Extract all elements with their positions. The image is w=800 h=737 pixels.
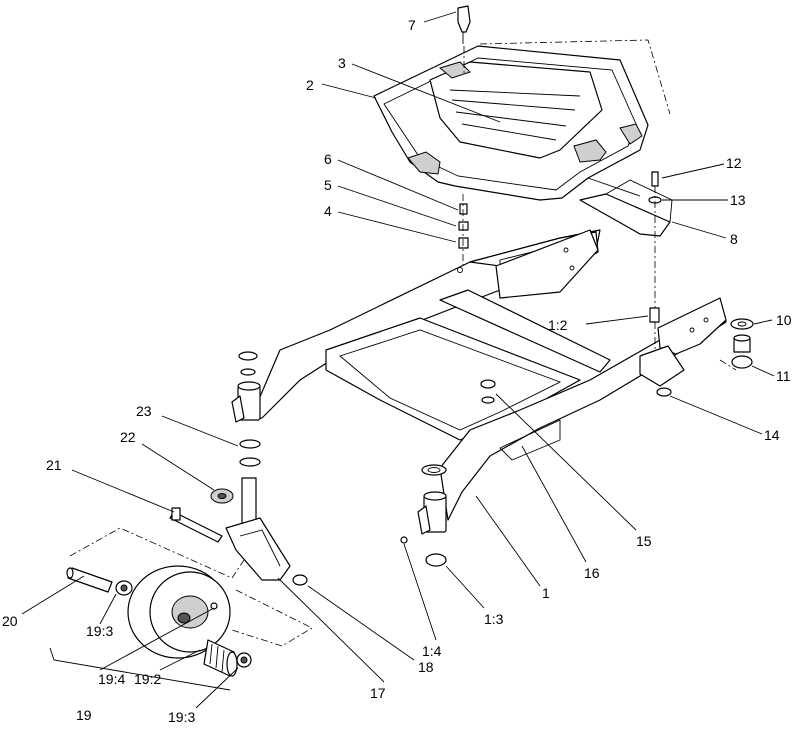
bushing-stack-11 bbox=[719, 334, 753, 371]
bearing-19-3-right bbox=[236, 652, 252, 668]
callout-19-3-right: 19:3 bbox=[168, 709, 195, 725]
callout-18: 18 bbox=[418, 659, 434, 675]
callout-3: 3 bbox=[338, 55, 346, 71]
bolt-12 bbox=[648, 171, 662, 312]
left-caster-tube bbox=[231, 351, 261, 467]
callout-1-4: 1:4 bbox=[422, 643, 442, 659]
callout-23: 23 bbox=[136, 403, 152, 419]
callout-10: 10 bbox=[776, 312, 792, 328]
callout-22: 22 bbox=[120, 429, 136, 445]
washers-15 bbox=[480, 379, 496, 404]
callout-15: 15 bbox=[636, 533, 652, 549]
right-caster-tube bbox=[400, 464, 447, 567]
key-7 bbox=[457, 5, 471, 44]
bracket-8 bbox=[579, 179, 673, 237]
leader-lines bbox=[21, 11, 775, 709]
spacer-20 bbox=[66, 567, 113, 593]
callout-2: 2 bbox=[306, 77, 314, 93]
group-19-bracket bbox=[49, 647, 231, 691]
callout-16: 16 bbox=[584, 565, 600, 581]
seal-14 bbox=[656, 387, 672, 397]
callout-19: 19 bbox=[76, 707, 92, 723]
callout-11: 11 bbox=[776, 368, 791, 384]
hub-tube-19-2 bbox=[203, 639, 238, 677]
cap-22 bbox=[210, 488, 234, 504]
callout-6: 6 bbox=[324, 151, 332, 167]
callout-17: 17 bbox=[370, 685, 386, 701]
callout-7: 7 bbox=[408, 17, 416, 33]
callout-12: 12 bbox=[726, 155, 742, 171]
callout-1-3: 1:3 bbox=[484, 611, 504, 627]
washer-10 bbox=[730, 318, 754, 330]
callout-4: 4 bbox=[324, 203, 332, 219]
callout-19-4: 19:4 bbox=[98, 671, 125, 687]
nut-18 bbox=[292, 574, 308, 586]
bearing-19-3-left bbox=[115, 580, 133, 596]
caster-wheel-19 bbox=[127, 565, 231, 659]
pin-1-2 bbox=[649, 307, 660, 350]
callout-19-3-left: 19:3 bbox=[86, 623, 113, 639]
callout-8: 8 bbox=[730, 231, 738, 247]
main-frame bbox=[249, 229, 727, 521]
platform-panel bbox=[373, 45, 649, 201]
callout-19-2: 19:2 bbox=[134, 671, 161, 687]
callout-14: 14 bbox=[764, 427, 780, 443]
callout-1-2: 1:2 bbox=[548, 317, 568, 333]
callout-13: 13 bbox=[730, 192, 746, 208]
callout-labels: 7 3 2 6 5 4 12 13 8 1:2 10 11 14 23 22 2… bbox=[2, 17, 792, 725]
axle-bolt-21 bbox=[169, 507, 223, 543]
caster-fork-17 bbox=[225, 477, 291, 581]
callout-5: 5 bbox=[324, 177, 332, 193]
callout-21: 21 bbox=[46, 457, 62, 473]
callout-1: 1 bbox=[542, 585, 550, 601]
callout-20: 20 bbox=[2, 613, 18, 629]
